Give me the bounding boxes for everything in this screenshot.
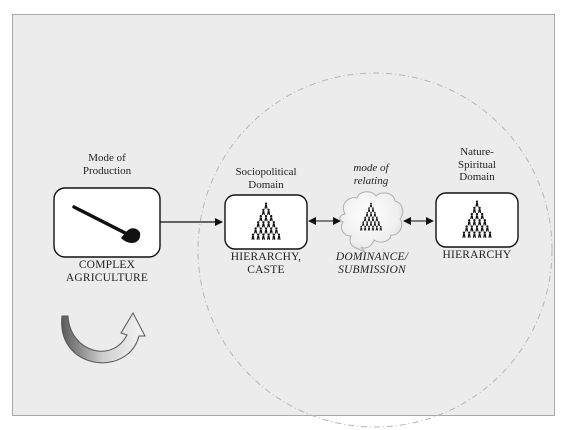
relating-caption-line1: DOMINANCE/ <box>335 251 409 263</box>
production-caption: COMPLEX AGRICULTURE <box>58 259 156 285</box>
sociopolitical-title-line1: Sociopolitical <box>235 166 297 178</box>
nature-title-line1: Nature- <box>460 146 494 158</box>
nature-title-line2: Spiritual <box>458 158 496 171</box>
relating-caption-line2: SUBMISSION <box>338 264 406 277</box>
sociopolitical-box <box>224 194 308 250</box>
relating-title: mode of relating <box>336 162 406 187</box>
relating-title-line1: mode of <box>353 162 389 174</box>
sociopolitical-caption-line1: HIERARCHY, <box>230 251 302 263</box>
nature-caption: HIERARCHY <box>442 249 512 261</box>
cycle-arrow-icon <box>61 311 146 364</box>
relating-title-line2: relating <box>353 174 389 187</box>
production-caption-line1: COMPLEX <box>78 259 136 271</box>
domain-circle <box>197 72 553 428</box>
relating-caption: DOMINANCE/ SUBMISSION <box>318 251 426 277</box>
hoe-icon <box>72 205 141 243</box>
nature-title: Nature- Spiritual Domain <box>440 146 514 184</box>
production-title: Mode of Production <box>72 152 142 177</box>
nature-spiritual-box <box>435 192 519 248</box>
sociopolitical-caption-line2: CASTE <box>247 264 285 277</box>
nature-title-line3: Domain <box>459 171 495 184</box>
production-title-line1: Mode of <box>88 152 126 164</box>
sociopolitical-title-line2: Domain <box>248 178 284 191</box>
production-caption-line2: AGRICULTURE <box>65 272 149 285</box>
sociopolitical-title: Sociopolitical Domain <box>226 166 306 191</box>
sociopolitical-caption: HIERARCHY, CASTE <box>223 251 309 277</box>
production-title-line2: Production <box>82 164 132 177</box>
